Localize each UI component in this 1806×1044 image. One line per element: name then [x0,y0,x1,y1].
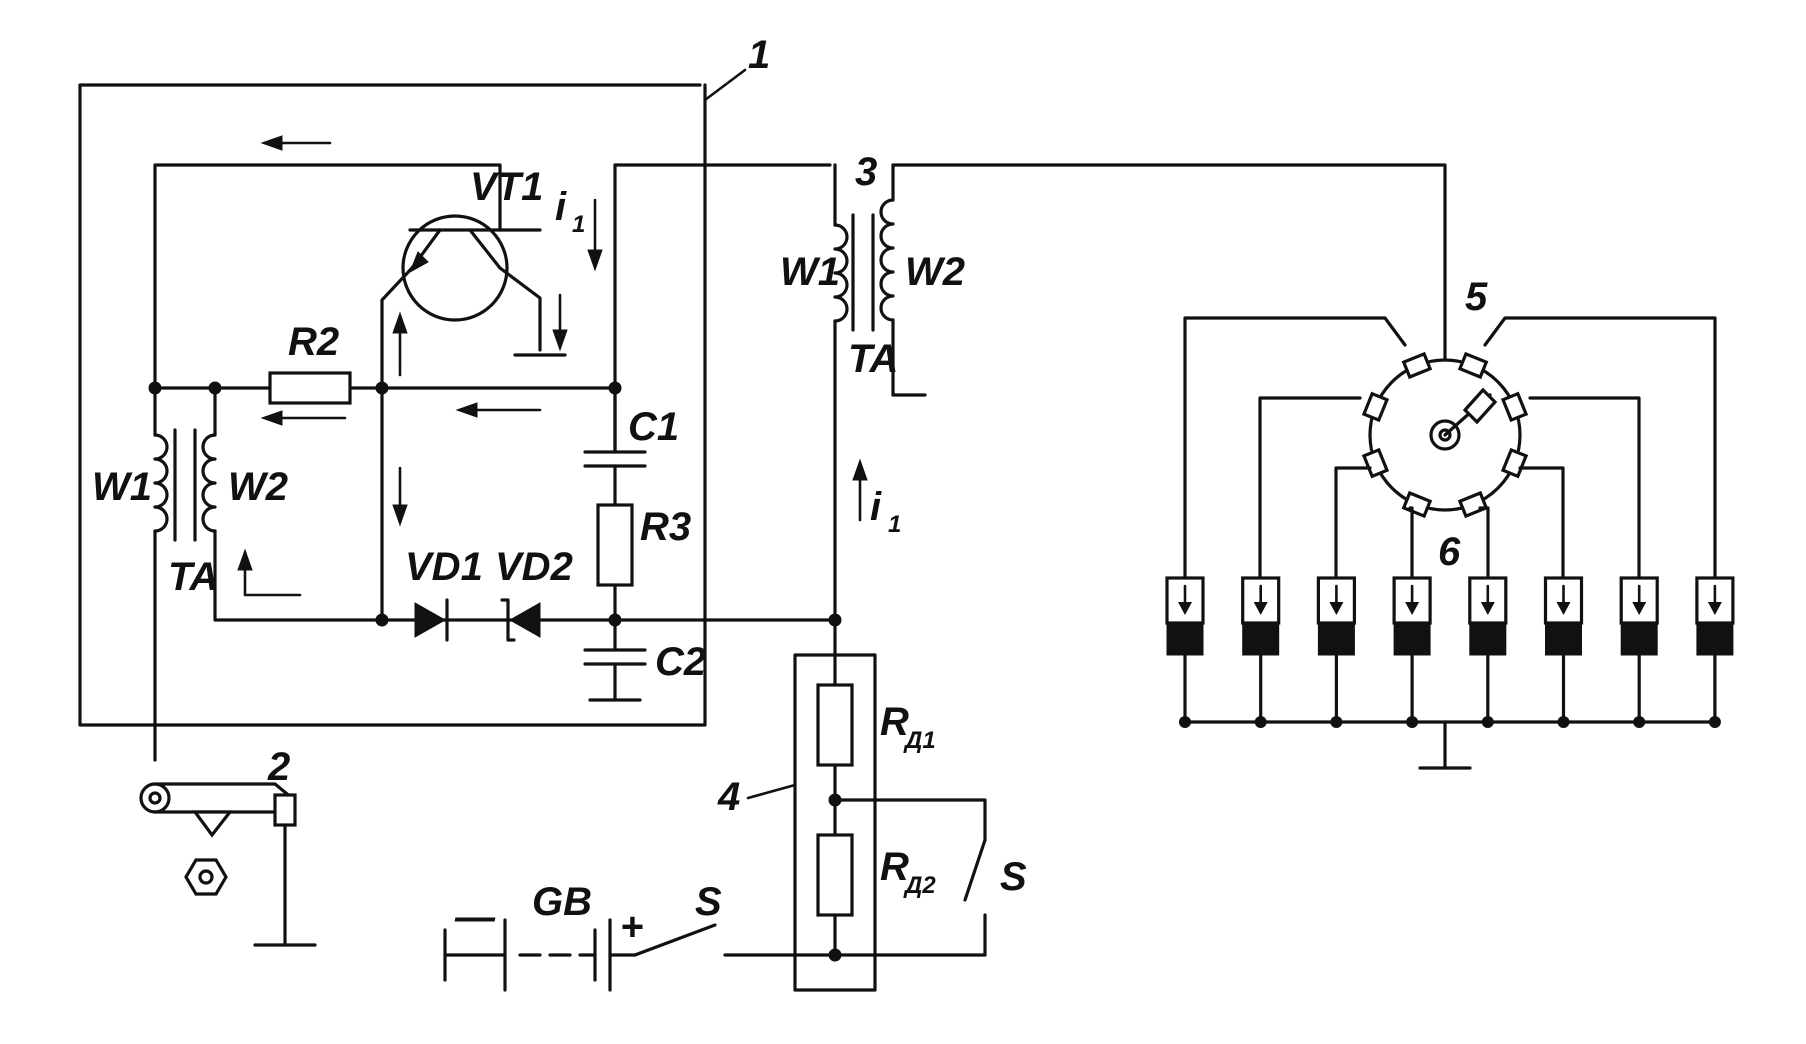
plug-lead-wire [1518,466,1565,582]
sensor-ta-label: TA [168,555,218,599]
spark-plug [1241,576,1281,728]
rd2-sub: Д2 [903,872,936,899]
distributor-contact [1457,490,1489,519]
distributor-contact [1500,391,1529,423]
ref-4-leader [746,783,797,800]
coil-w2-label: W2 [905,250,965,294]
current-i1-top-label: i [555,185,567,229]
bypass-switch-label: S [1000,855,1027,899]
current-arrow-bus [455,402,542,418]
plug-lead-wire [1483,316,1717,582]
spark-plug [1695,576,1735,728]
vt1-label: VT1 [470,165,543,209]
sensor-w1-label: W1 [92,465,152,509]
current-i1-mid-label: i [870,485,882,529]
plug-lead-wire [1258,396,1362,582]
vt1-base-wire [380,266,414,390]
plug-lead-wire [1478,506,1490,582]
vt1-transistor [401,214,567,357]
plug-lead-wire [1528,396,1641,582]
spark-plug [1619,576,1659,728]
distributor-contact [1401,351,1433,380]
current-arrow-r2 [260,410,347,426]
plug-lead-wire [1334,466,1372,582]
ref-1-leader [703,68,747,102]
spark-plug [1392,576,1432,728]
rd1-resistor [816,683,854,767]
rd1-label: R [880,700,909,744]
ref-4-label: 4 [717,775,740,819]
distributor-contact [1500,447,1529,479]
spark-plug [1543,576,1584,728]
ignition-coil-3 [833,163,1447,622]
c2-label: C2 [655,640,706,684]
vd2-label: VD2 [495,545,573,589]
spark-plug [1165,576,1205,728]
wire-top-left [153,163,502,387]
coil-w1-label: W1 [780,250,840,294]
current-arrow-down-diode [392,466,408,527]
rd1-sub: Д1 [903,727,936,754]
ref-3-label: 3 [855,150,877,194]
plug-lead-wire [1408,506,1414,582]
current-arrow-i1-mid [852,458,868,522]
r2-label: R2 [288,320,339,364]
coil-ta-label: TA [848,337,898,381]
spark-plug [1468,576,1508,728]
ref-6-label: 6 [1438,530,1461,574]
ignition-switch [633,923,837,957]
ref-2-label: 2 [267,745,290,789]
distributor-contacts [1361,351,1529,519]
current-i1-mid-sub: 1 [888,511,901,538]
distributor-contact [1361,447,1390,479]
r2-resistor [268,371,352,405]
vd1-label: VD1 [405,545,483,589]
vd1-diode [414,598,449,642]
sensor-w2-label: W2 [228,465,288,509]
current-arrow-up-base [392,311,408,377]
block-1-frame [78,83,707,727]
breaker-2 [139,782,317,947]
c1-label: C1 [628,405,679,449]
current-arrow-sensor [237,548,302,597]
r3-label: R3 [640,505,691,549]
battery-gb-label: GB [532,880,592,924]
distributor-contact [1361,391,1390,423]
battery-plus-label: + [620,905,643,949]
c1-capacitor [583,386,647,507]
rd2-resistor [816,833,854,917]
battery-gb [443,918,637,992]
current-arrow-top [260,135,332,151]
vd2-zener [500,598,541,642]
sensor-transformer [153,386,384,762]
plug-lead-wire [1183,316,1407,582]
spark-plug [1316,576,1357,728]
c2-capacitor [583,648,647,702]
current-i1-top-sub: 1 [572,211,585,238]
current-arrow-i1-top [552,198,603,352]
rd2-label: R [880,845,909,889]
distributor-contact [1401,490,1433,519]
ref-1-label: 1 [748,33,770,77]
battery-minus-label: — [454,895,496,939]
r3-resistor [596,503,634,587]
bypass-switch [833,798,987,957]
ref-5-label: 5 [1465,275,1488,319]
distributor-5 [1368,358,1522,512]
spark-plugs-6 [1165,316,1735,728]
ignition-switch-label: S [695,880,722,924]
distributor-contact [1457,351,1489,380]
